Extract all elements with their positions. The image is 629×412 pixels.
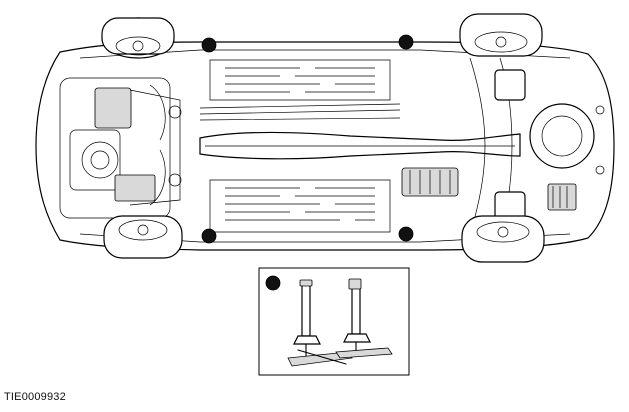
inset-marker xyxy=(265,275,281,291)
wheel-front-right xyxy=(103,215,183,259)
wheel-front-left xyxy=(101,17,175,59)
lift-point-marker xyxy=(201,37,217,53)
floor-pan-lower xyxy=(209,179,391,233)
figure-caption: TIE0009932 xyxy=(4,391,66,403)
lift-point-marker xyxy=(201,228,217,244)
vehicle-underbody xyxy=(35,41,615,251)
lift-point-marker xyxy=(398,226,414,242)
engine-bay xyxy=(59,77,182,219)
lift-inset xyxy=(258,267,410,376)
exhaust-system xyxy=(199,103,521,197)
lift-point-marker xyxy=(398,34,414,50)
wheel-rear-right xyxy=(461,215,545,263)
floor-pan-upper xyxy=(209,59,391,101)
rear-axle xyxy=(469,57,605,235)
wheel-rear-left xyxy=(459,13,543,57)
lift-arm-left xyxy=(287,279,353,367)
lift-point-markers xyxy=(201,34,414,244)
lift-arm-right xyxy=(335,278,393,359)
